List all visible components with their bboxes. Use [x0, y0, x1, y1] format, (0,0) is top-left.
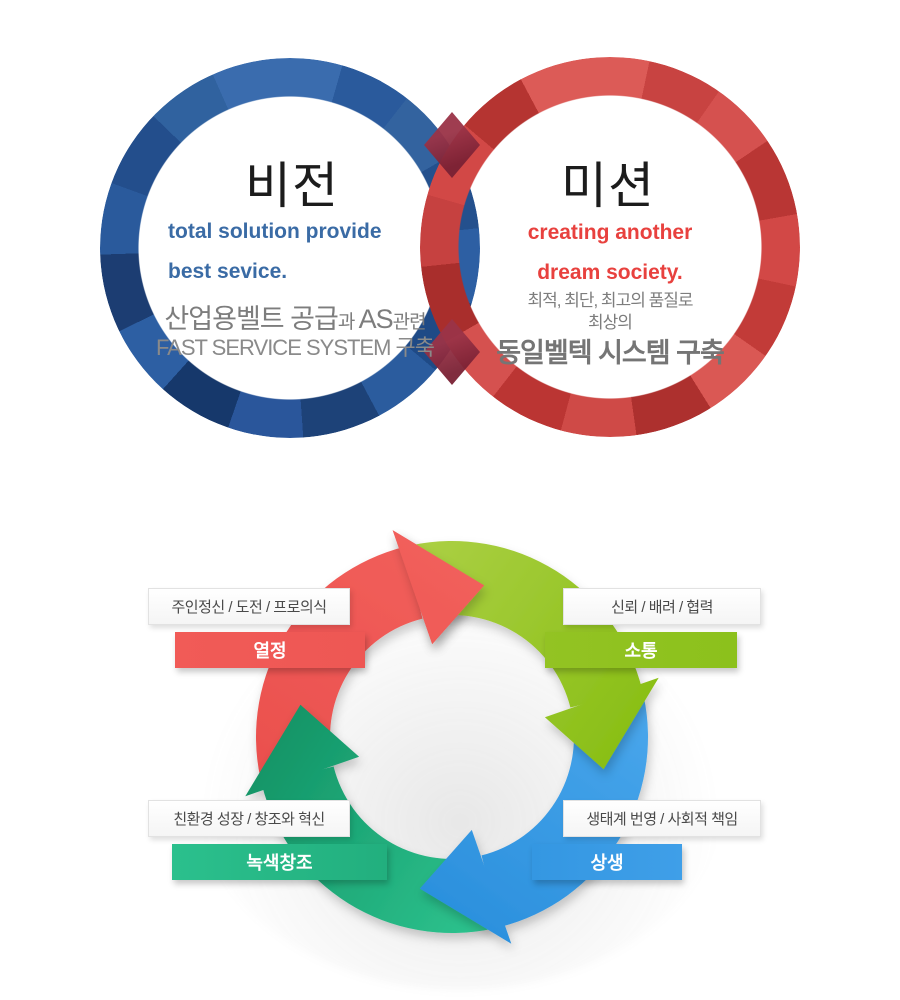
- vision-tagline: total solution provide best sevice.: [168, 212, 438, 292]
- mission-ring: [420, 57, 800, 437]
- value-tag-coexistence: 생태계 번영 / 사회적 책임: [563, 800, 761, 837]
- mission-detail-line1: 최적, 최단, 최고의 품질로: [527, 291, 693, 310]
- vision-detail-small2: 관련: [392, 312, 427, 333]
- value-tag-green-creation: 친환경 성장 / 창조와 혁신: [148, 800, 350, 837]
- vision-detail-line1: 산업용벨트 공급과 AS관련: [130, 297, 460, 336]
- mission-title: 미션: [561, 158, 655, 214]
- value-tag-passion: 주인정신 / 도전 / 프로의식: [148, 588, 350, 625]
- vision-detail-line2: FAST SERVICE SYSTEM 구축: [155, 335, 435, 360]
- value-bar-passion: 열정: [175, 632, 365, 668]
- vision-tagline-line1: total solution provide: [168, 220, 382, 243]
- mission-tagline: creating another dream society.: [490, 213, 730, 293]
- mission-detail-lines: 최적, 최단, 최고의 품질로 최상의: [470, 290, 750, 334]
- vision-ring: [100, 58, 480, 438]
- vision-detail-big2: AS: [358, 304, 394, 334]
- mission-tagline-line1: creating another: [527, 221, 693, 244]
- mission-tagline-line2: dream society.: [537, 261, 683, 284]
- mission-detail-line2: 최상의: [588, 313, 633, 332]
- value-bar-green-creation: 녹색창조: [172, 844, 387, 880]
- value-bar-coexistence: 상생: [532, 844, 682, 880]
- vision-detail-small1: 과: [337, 312, 359, 333]
- vision-title: 비전: [245, 158, 339, 214]
- value-bar-communication: 소통: [545, 632, 737, 668]
- vision-tagline-line2: best sevice.: [168, 260, 288, 283]
- value-tag-communication: 신뢰 / 배려 / 협력: [563, 588, 761, 625]
- vision-detail-big1: 산업용벨트 공급: [164, 304, 338, 334]
- mission-detail-emphasis: 동일벨텍 시스템 구축: [496, 338, 725, 368]
